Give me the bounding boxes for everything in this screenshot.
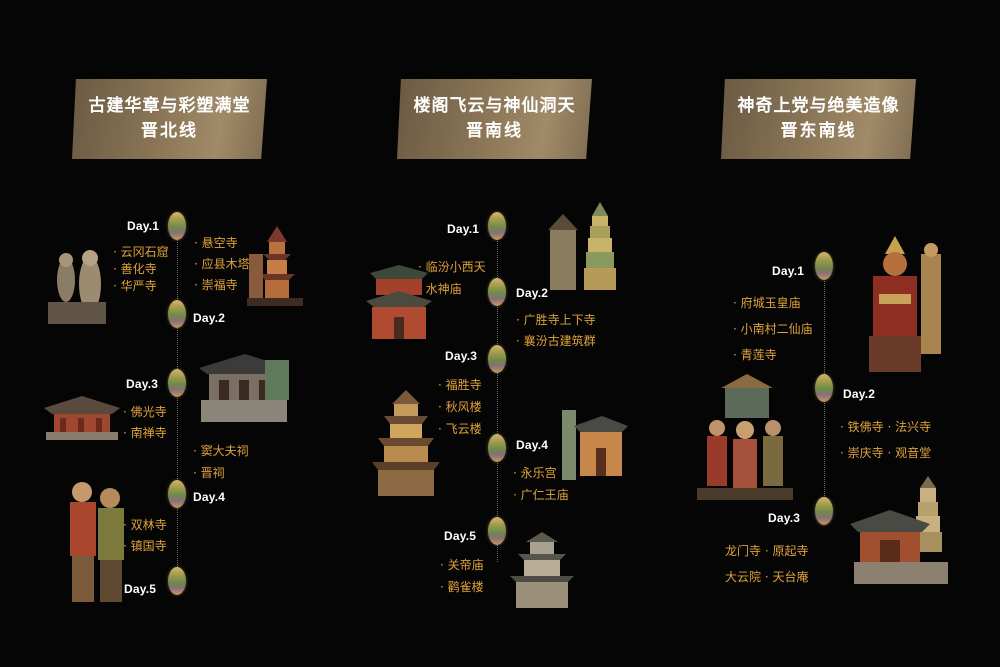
photo-wooden-pagoda — [247, 224, 303, 306]
day-sites: · 府城玉皇庙 · 小南村二仙庙 · 青莲寺 — [733, 290, 813, 368]
site-item: · 双林寺 — [123, 518, 167, 532]
photo-deity-statue — [855, 234, 945, 376]
day-sites: · 福胜寺 · 秋风楼 · 飞云楼 — [438, 374, 482, 440]
route-title: 古建华章与彩塑满堂 — [88, 96, 251, 116]
day-label: Day.2 — [193, 311, 226, 325]
day-label: Day.3 — [445, 349, 478, 363]
day-label: Day.3 — [126, 377, 159, 391]
day-marker — [488, 212, 506, 240]
day-label: Day.4 — [516, 438, 549, 452]
site-item: · 晋祠 — [193, 466, 225, 480]
site-item: · 鹳雀楼 — [440, 580, 484, 594]
photo-shrine-figures — [697, 372, 793, 500]
route-title: 楼阁飞云与神仙洞天 — [413, 96, 576, 116]
site-item: · 青莲寺 — [733, 348, 777, 362]
day-sites: · 佛光寺 · 南禅寺 — [123, 402, 167, 444]
timeline-spine — [497, 222, 498, 562]
day-sites: · 广胜寺上下寺 · 襄汾古建筑群 — [516, 310, 596, 352]
day-marker — [168, 212, 186, 240]
site-item: · 小南村二仙庙 — [733, 322, 813, 336]
site-item: · 福胜寺 — [438, 378, 482, 392]
route-banner-south: 楼阁飞云与神仙洞天 晋南线 — [397, 79, 592, 159]
site-item: · 临汾小西天 — [418, 260, 486, 274]
day-marker — [815, 497, 833, 525]
day-label: Day.2 — [516, 286, 549, 300]
route-subtitle: 晋北线 — [141, 121, 198, 141]
site-item: · 关帝庙 — [440, 558, 484, 572]
day-sites: · 临汾小西天 · 水神庙 — [418, 256, 486, 300]
route-title: 神奇上党与绝美造像 — [737, 96, 900, 116]
day-marker — [168, 300, 186, 328]
day-sites: · 永乐宫 · 广仁王庙 — [513, 462, 569, 506]
route-banner-north: 古建华章与彩塑满堂 晋北线 — [72, 79, 267, 159]
day-marker — [488, 517, 506, 545]
day-label: Day.2 — [843, 387, 876, 401]
timeline-spine — [177, 225, 178, 595]
photo-buddha-statues — [44, 240, 110, 326]
site-item: · 秋风楼 — [438, 400, 482, 414]
day-marker — [488, 278, 506, 306]
day-sites: · 云冈石窟 · 善化寺 · 华严寺 — [113, 244, 169, 295]
site-item: · 云冈石窟 — [113, 245, 169, 259]
day-label: Day.4 — [193, 490, 226, 504]
site-item: 龙门寺 · 原起寺 — [725, 544, 809, 558]
photo-flying-cloud-tower — [370, 388, 442, 500]
site-item: · 永乐宫 — [513, 466, 557, 480]
photo-painted-sculptures — [62, 474, 130, 606]
day-label: Day.1 — [127, 219, 160, 233]
site-item: · 广胜寺上下寺 — [516, 313, 596, 327]
photo-yongle-palace — [560, 402, 628, 482]
day-marker — [168, 369, 186, 397]
site-item: · 飞云楼 — [438, 422, 482, 436]
photo-ancient-hall — [42, 394, 122, 440]
site-item: · 悬空寺 — [194, 236, 238, 250]
day-sites: · 悬空寺 · 应县木塔 · 崇福寺 — [194, 233, 250, 296]
route-subtitle: 晋南线 — [466, 121, 523, 141]
day-marker — [168, 567, 186, 595]
route-banner-southeast: 神奇上党与绝美造像 晋东南线 — [721, 79, 916, 159]
site-item: · 崇福寺 — [194, 278, 238, 292]
day-sites: 龙门寺 · 原起寺 大云院 · 天台庵 — [725, 538, 808, 590]
site-item: · 善化寺 — [113, 262, 157, 276]
day-label: Day.1 — [772, 264, 805, 278]
day-label: Day.3 — [768, 511, 801, 525]
day-sites: · 铁佛寺 · 法兴寺 · 崇庆寺 · 观音堂 — [840, 414, 931, 466]
photo-temple-hall — [195, 350, 293, 426]
site-item: · 崇庆寺 · 观音堂 — [840, 446, 932, 460]
day-marker — [815, 252, 833, 280]
site-item: · 应县木塔 — [194, 257, 250, 271]
day-sites: · 关帝庙 · 鹳雀楼 — [440, 554, 484, 598]
day-label: Day.5 — [444, 529, 477, 543]
site-item: · 府城玉皇庙 — [733, 296, 801, 310]
day-label: Day.5 — [124, 582, 157, 596]
site-item: · 华严寺 — [113, 279, 157, 293]
site-item: · 窦大夫祠 — [193, 444, 249, 458]
photo-stork-tower — [506, 530, 578, 612]
site-item: · 南禅寺 — [123, 426, 167, 440]
day-marker — [168, 480, 186, 508]
site-item: · 镇国寺 — [123, 539, 167, 553]
day-sites: · 双林寺 · 镇国寺 — [123, 515, 167, 557]
site-item: · 广仁王庙 — [513, 488, 569, 502]
day-marker — [488, 345, 506, 373]
photo-pagoda-and-hall — [850, 474, 952, 588]
day-marker — [815, 374, 833, 402]
route-subtitle: 晋东南线 — [780, 121, 857, 141]
site-item: · 水神庙 — [418, 282, 462, 296]
site-item: · 铁佛寺 · 法兴寺 — [840, 420, 932, 434]
day-sites: · 窦大夫祠 · 晋祠 — [193, 440, 249, 484]
photo-red-temple — [364, 263, 434, 345]
site-item: · 襄汾古建筑群 — [516, 334, 596, 348]
day-label: Day.1 — [447, 222, 480, 236]
site-item: 大云院 · 天台庵 — [725, 570, 809, 584]
site-item: · 佛光寺 — [123, 405, 167, 419]
photo-pagoda-pair — [548, 200, 618, 296]
day-marker — [488, 434, 506, 462]
